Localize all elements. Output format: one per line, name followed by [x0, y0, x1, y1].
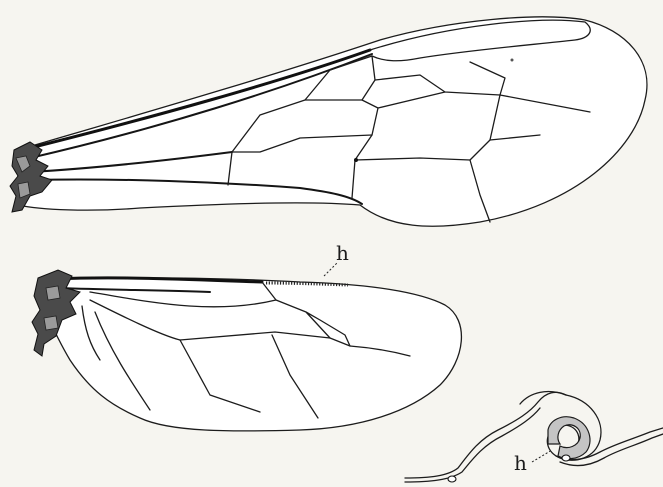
- detail-hook-stem: [520, 392, 566, 404]
- detail-hook-node: [562, 455, 570, 461]
- detail-hook-body: [548, 417, 590, 459]
- detail-vein-node: [448, 476, 456, 482]
- hamuli-detail: [405, 392, 663, 482]
- hindwing-outline: [40, 278, 461, 431]
- hamuli-label: h: [336, 241, 349, 265]
- detail-lower-membrane: [405, 392, 566, 478]
- forewing-speck: [511, 59, 514, 62]
- forewing: [10, 17, 647, 226]
- hindwing: [32, 270, 461, 431]
- hamuli-detail-leader: [532, 450, 552, 462]
- hindwing-base-plate: [46, 286, 60, 300]
- hindwing-base-plate-2: [44, 316, 58, 330]
- forewing-outline: [18, 17, 647, 226]
- hamuli-detail-label: h: [514, 451, 527, 475]
- forewing-vein-dot: [354, 158, 358, 162]
